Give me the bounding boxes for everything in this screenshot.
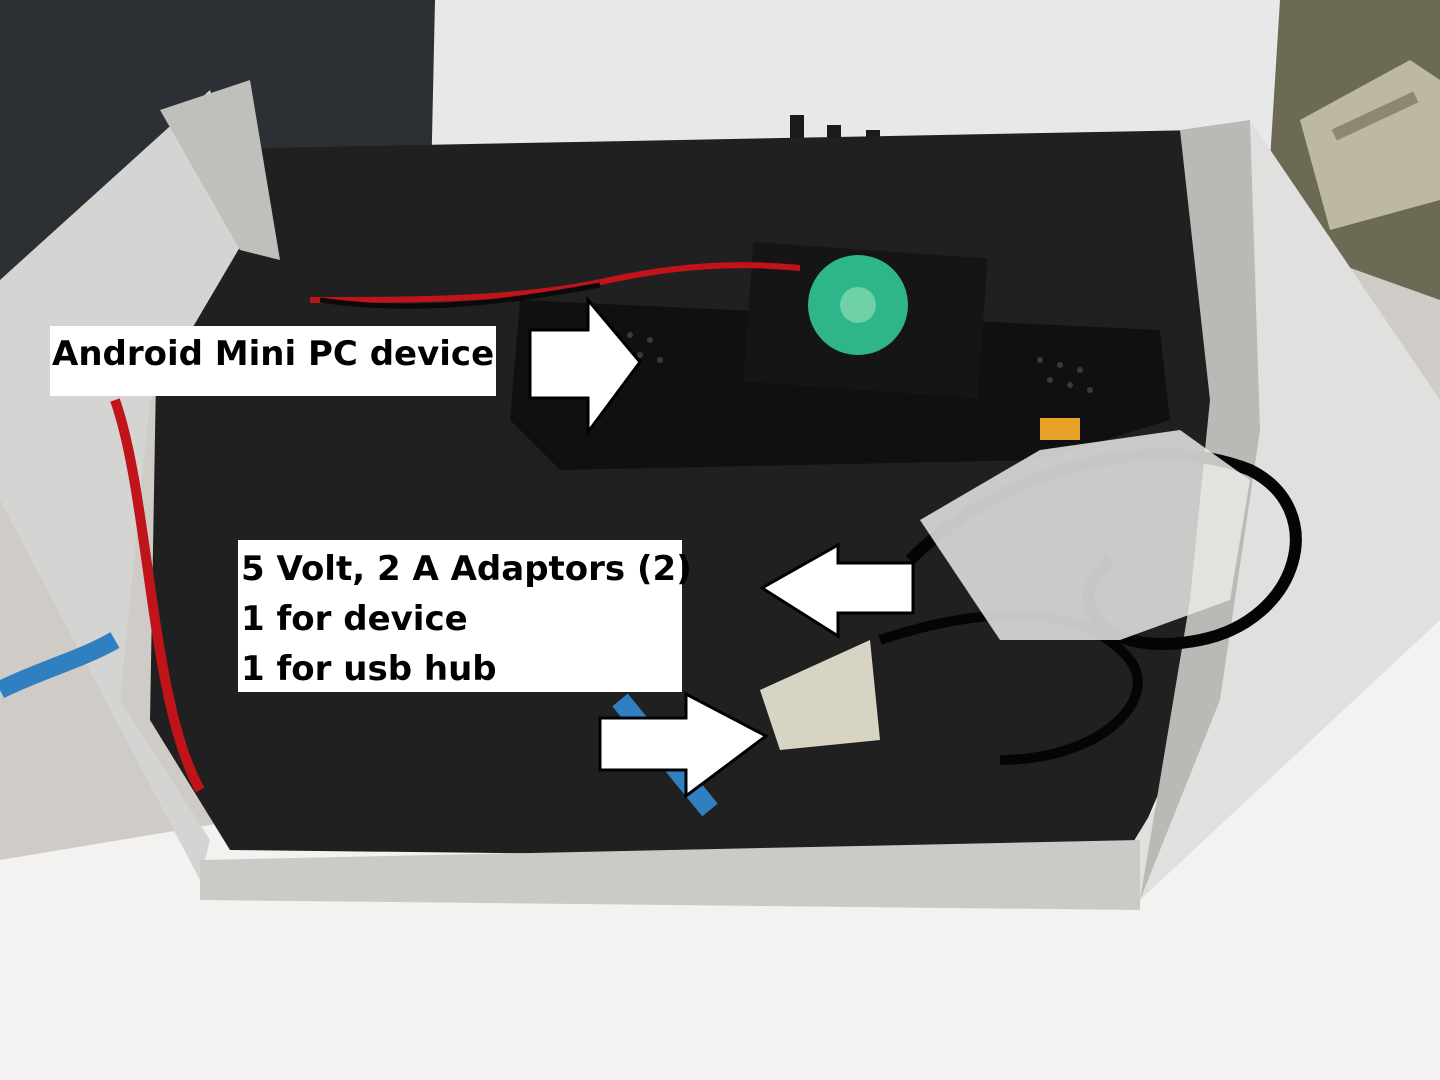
drive-slot: [1331, 91, 1419, 141]
adaptor-annotation-label: 5 Volt, 2 A Adaptors (2) 1 for device 1 …: [238, 540, 692, 692]
white-tape-patch: [920, 430, 1250, 640]
red-wire: [309, 262, 801, 303]
right-arrow-icon: [598, 691, 769, 799]
device-annotation-label: Android Mini PC device: [50, 326, 496, 396]
fan-hub-center: [840, 287, 876, 323]
left-arrow-icon: [759, 542, 915, 639]
foil-patch: [760, 640, 880, 750]
blue-usb-cable: [0, 632, 120, 699]
adaptor-annotation-line: 1 for usb hub: [241, 649, 497, 689]
adaptor-annotation-line: 5 Volt, 2 A Adaptors (2): [241, 549, 692, 589]
black-power-cord-2: [878, 610, 1143, 765]
right-arrow-icon: [528, 295, 642, 437]
case-front-lip: [200, 840, 1140, 910]
adaptor-annotation-line: 1 for device: [241, 599, 468, 639]
black-wire-top: [319, 282, 601, 309]
orange-connector: [1040, 418, 1080, 440]
device-annotation-text: Android Mini PC device: [52, 334, 495, 374]
case-left-wall: [0, 90, 250, 880]
red-wire-left: [110, 398, 205, 793]
case-right-wall: [1110, 120, 1440, 900]
case-left-rim: [160, 80, 280, 260]
